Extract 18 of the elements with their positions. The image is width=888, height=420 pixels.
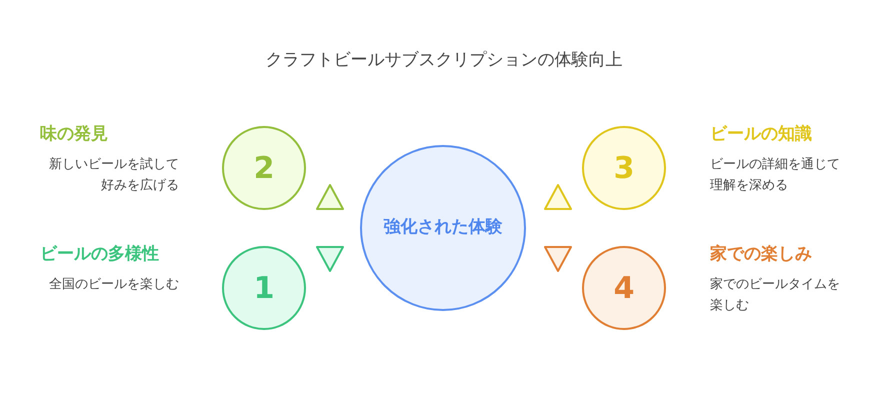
step-number: 2 (254, 150, 274, 188)
step-number: 4 (614, 270, 634, 308)
center-label: 強化された体験 (384, 216, 502, 240)
step-number: 3 (614, 150, 634, 188)
chevron-arrow (316, 246, 344, 272)
item-description: 家でのビールタイムを楽しむ (710, 276, 841, 315)
item-heading: 味の発見 (40, 123, 108, 146)
chevron-arrow (544, 184, 572, 210)
chevron-arrow (316, 184, 344, 210)
item-heading: ビールの知識 (710, 123, 812, 146)
item-description: 全国のビールを楽しむ (48, 276, 179, 294)
item-description: ビールの詳細を通じて理解を深める (710, 156, 841, 195)
item-heading: 家での楽しみ (710, 243, 812, 266)
item-description: 新しいビールを試して好みを広げる (48, 156, 179, 195)
chevron-arrow (544, 246, 572, 272)
title: クラフトビールサブスクリプションの体験向上 (264, 49, 624, 72)
step-number: 1 (254, 270, 274, 308)
item-heading: ビールの多様性 (40, 243, 159, 266)
